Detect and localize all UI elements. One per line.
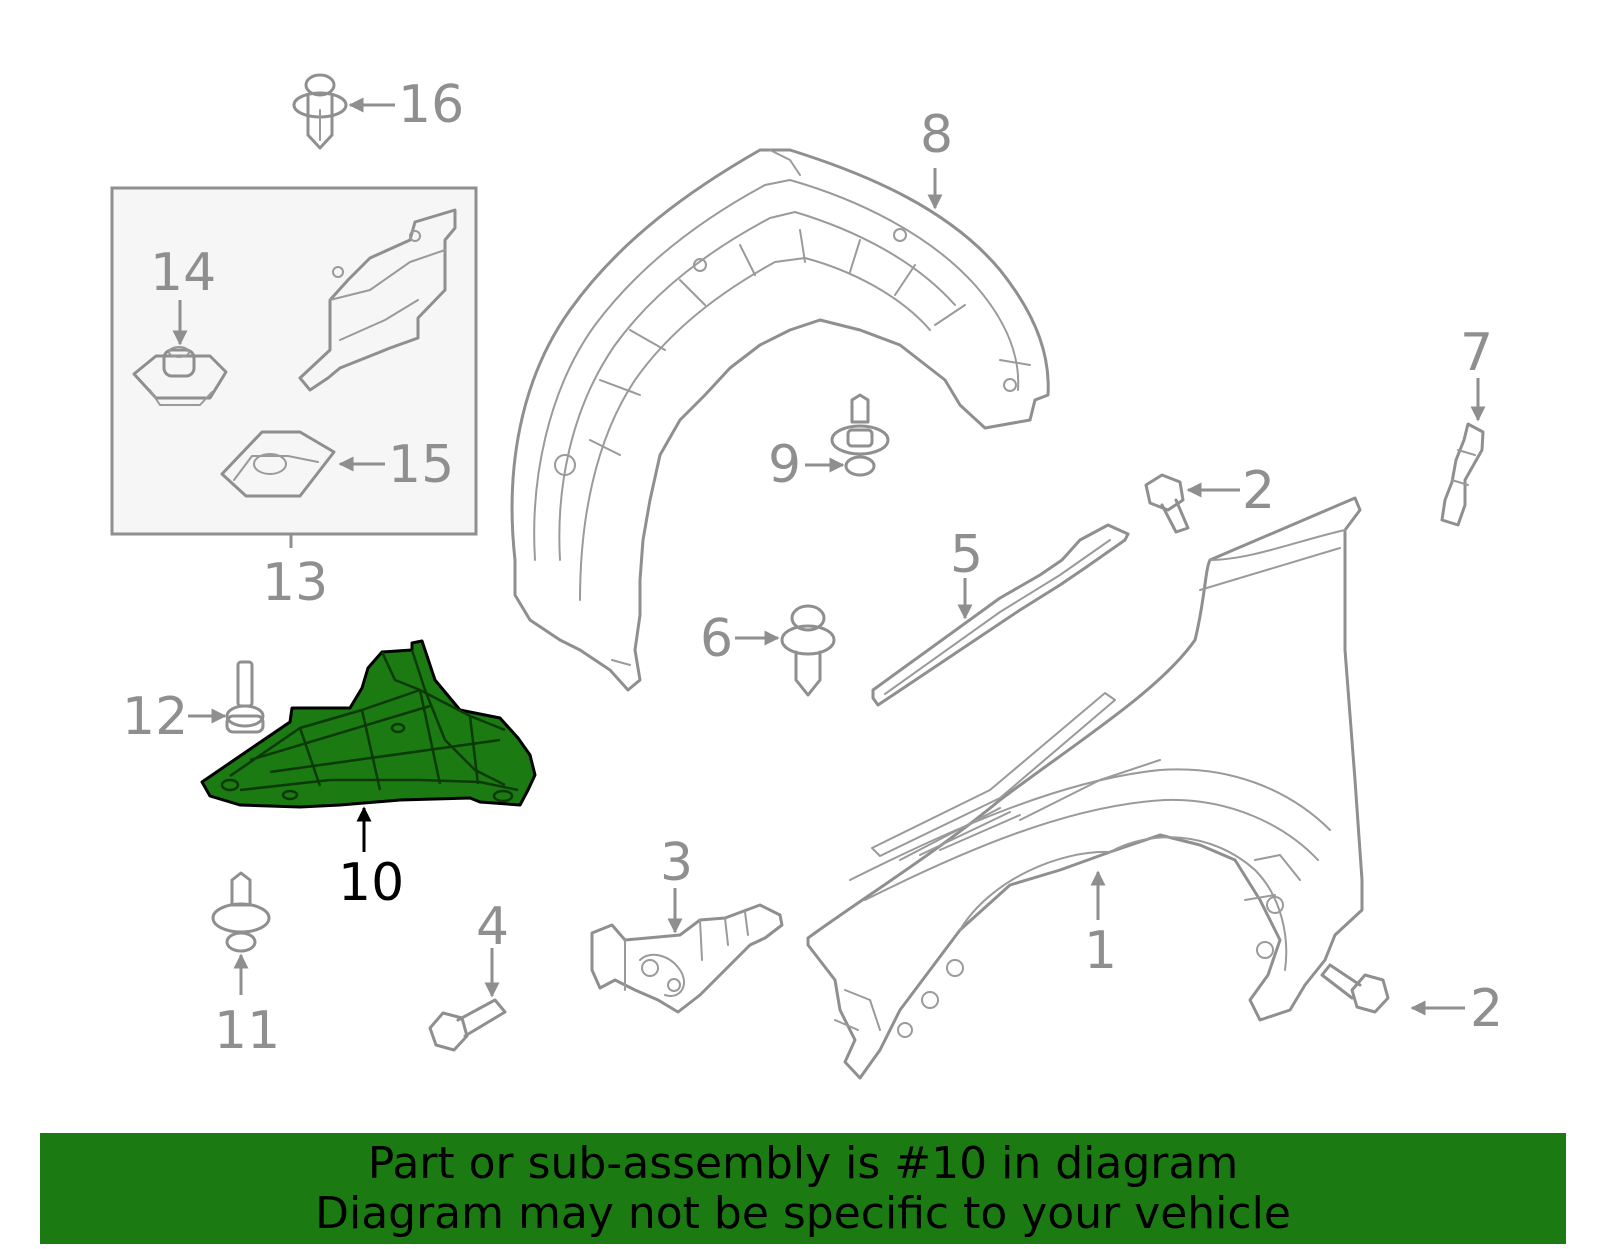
callout-10: 10 (338, 853, 404, 913)
callout-2-upper: 2 (1242, 461, 1275, 521)
callout-7: 7 (1460, 323, 1493, 383)
kit-bracket (298, 208, 457, 392)
callout-3: 3 (660, 833, 693, 893)
part-1-fender[interactable] (806, 496, 1364, 1080)
callout-14: 14 (150, 243, 216, 303)
callout-8: 8 (920, 105, 953, 165)
part-6-clip[interactable] (780, 604, 836, 697)
banner-line-1: Part or sub-assembly is #10 in diagram (367, 1137, 1239, 1189)
callout-12: 12 (122, 687, 188, 747)
part-8-fender-liner[interactable] (510, 148, 1050, 692)
callout-16: 16 (398, 75, 464, 135)
part-7-bracket[interactable] (1440, 422, 1485, 527)
banner-line-2: Diagram may not be specific to your vehi… (315, 1187, 1291, 1239)
callout-9: 9 (768, 435, 801, 495)
part-11-clip[interactable] (211, 871, 271, 953)
part-2-lower-bolt[interactable] (1320, 963, 1390, 1014)
part-10-splash-shield[interactable] (200, 639, 537, 809)
info-banner: Part or sub-assembly is #10 in diagram D… (40, 1133, 1566, 1244)
part-13-kit-box[interactable] (110, 186, 478, 536)
part-9-clip[interactable] (830, 393, 890, 477)
callout-13: 13 (262, 553, 328, 613)
callout-4: 4 (476, 897, 509, 957)
part-4-bolt[interactable] (428, 998, 507, 1052)
callout-11: 11 (214, 1001, 280, 1061)
callout-1: 1 (1084, 921, 1117, 981)
part-2-upper-bolt[interactable] (1144, 473, 1190, 534)
callout-2-lower: 2 (1470, 979, 1503, 1039)
callout-5: 5 (950, 525, 983, 585)
part-14-nut[interactable] (132, 346, 228, 406)
callout-6: 6 (700, 609, 733, 669)
part-5-seal-strip[interactable] (871, 523, 1130, 707)
part-12-bolt[interactable] (225, 660, 265, 734)
callout-15: 15 (388, 435, 454, 495)
part-3-bracket[interactable] (590, 903, 784, 1014)
part-16-clip[interactable] (292, 73, 348, 150)
part-15-clip-nut[interactable] (220, 430, 336, 498)
